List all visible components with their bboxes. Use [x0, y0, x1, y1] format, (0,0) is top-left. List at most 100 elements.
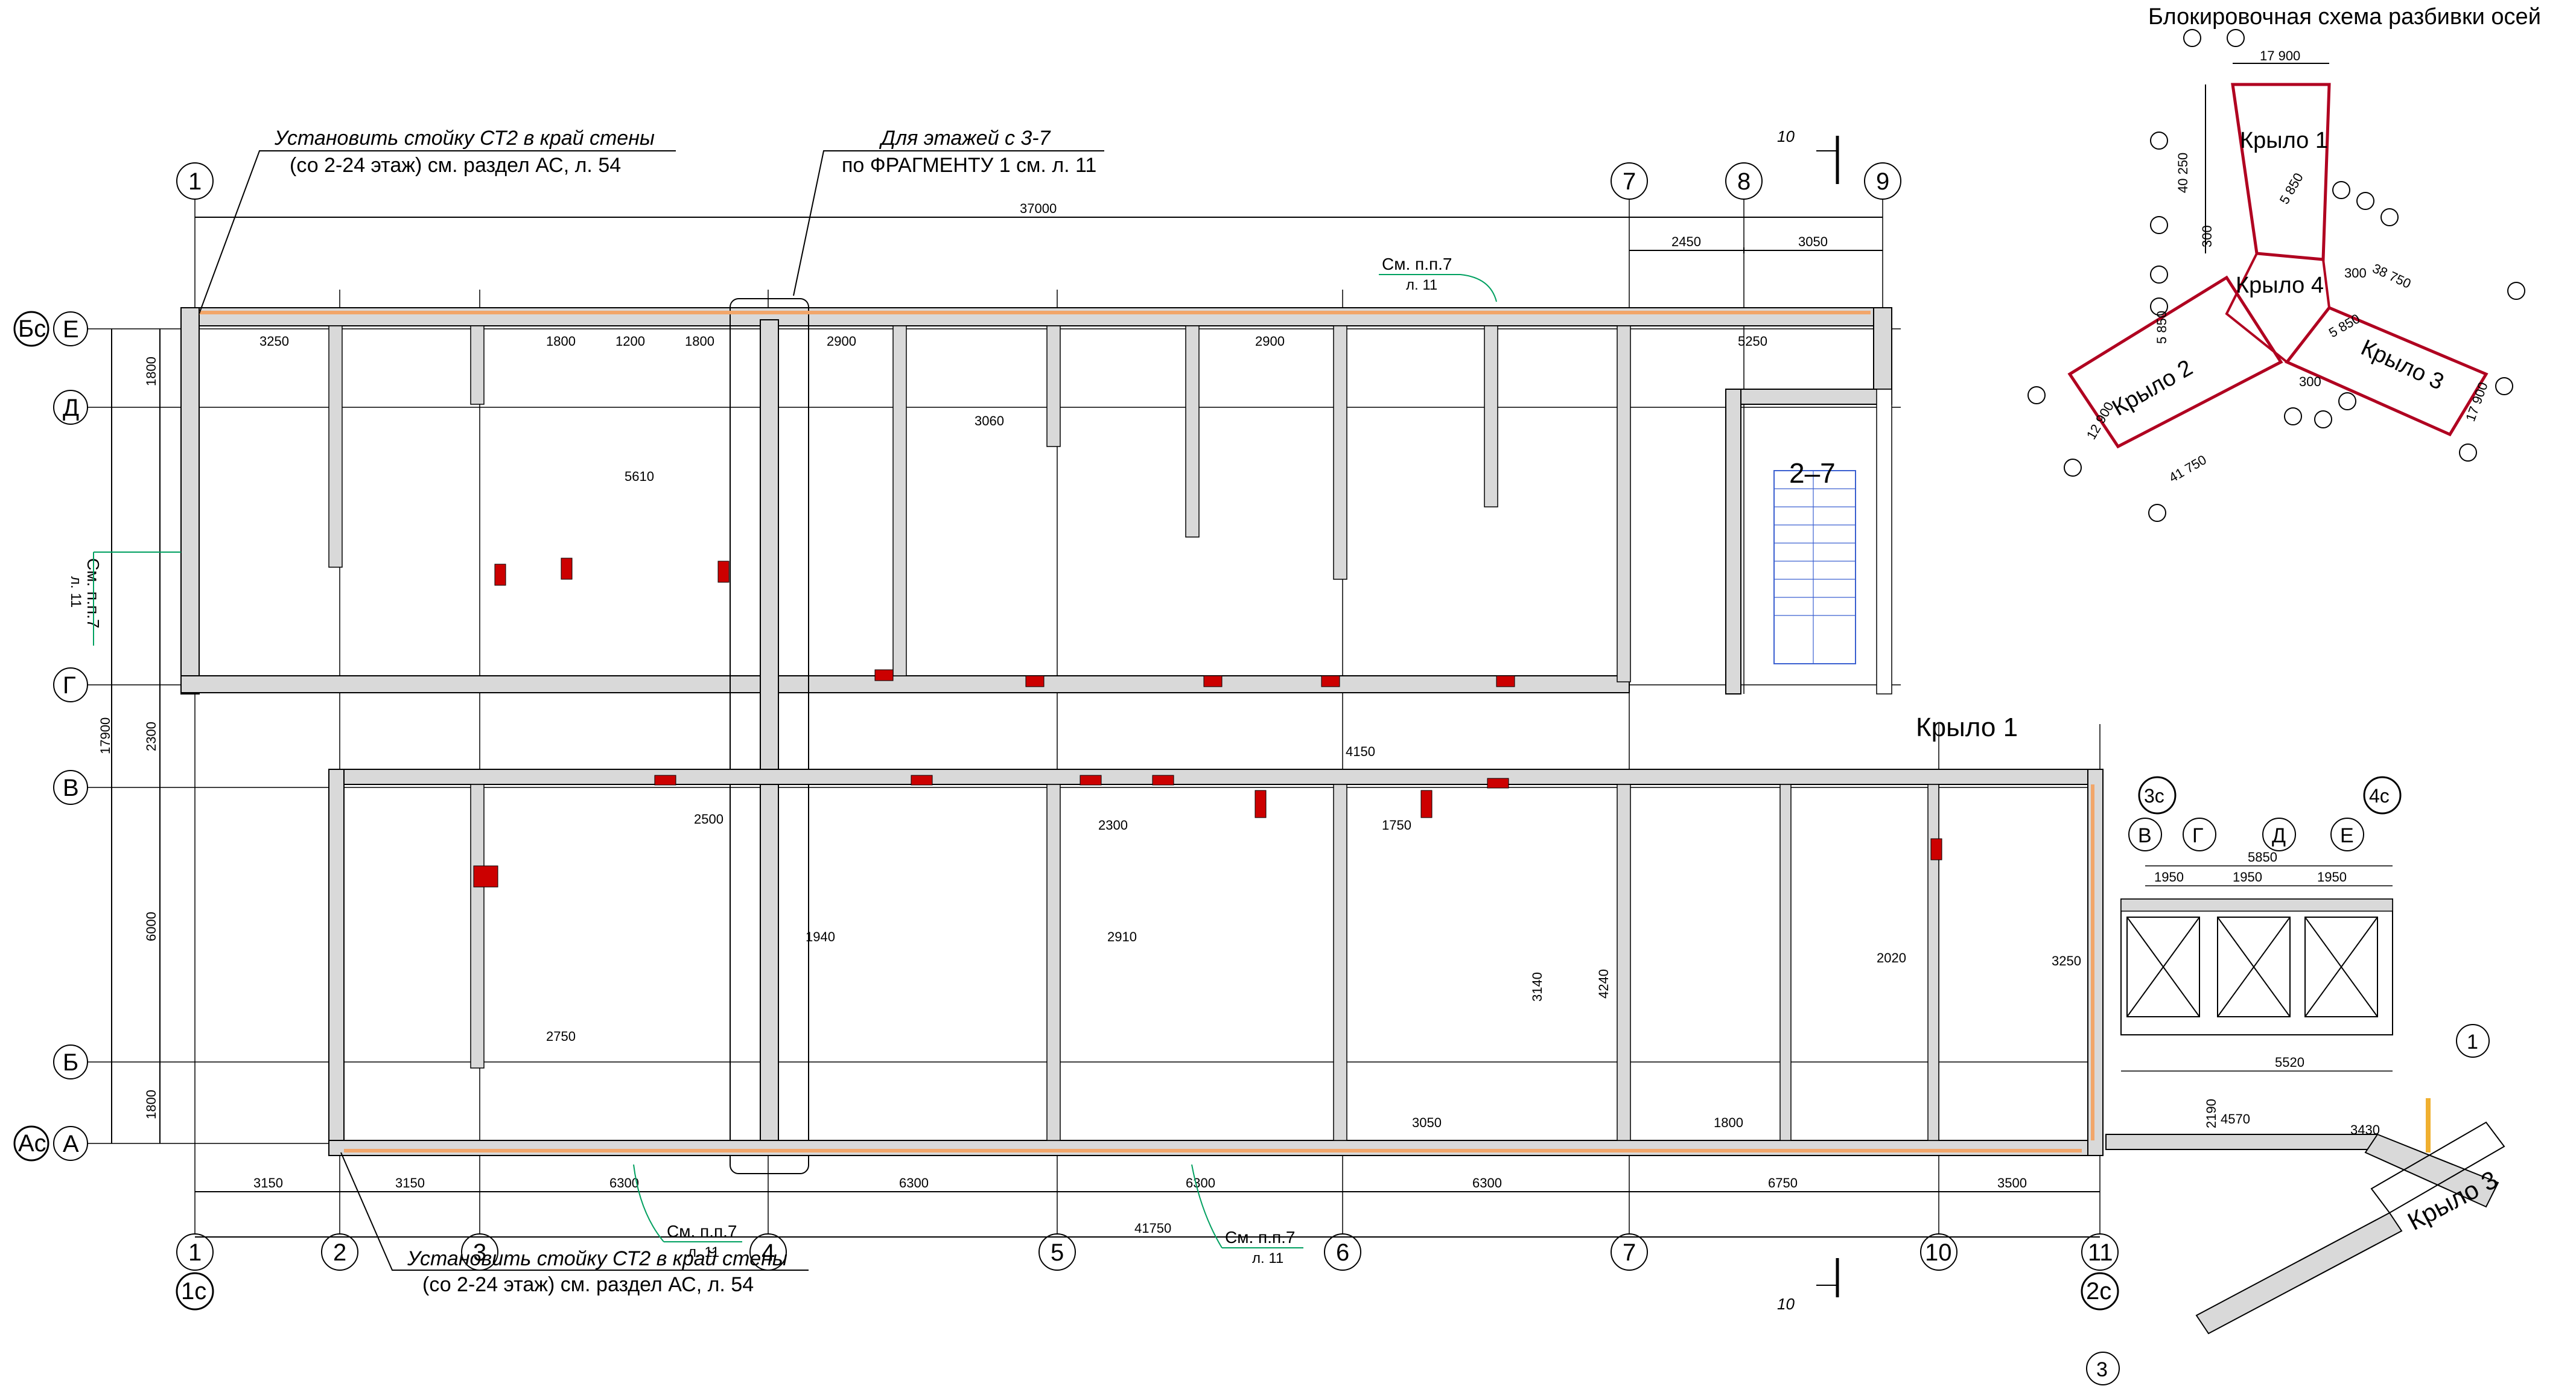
- wing-dim-7: 3430: [2350, 1122, 2380, 1137]
- wing1-label: Крыло 1: [1916, 713, 2018, 742]
- axis-grid: [84, 199, 2101, 1255]
- wing-axis-1: 1: [2467, 1031, 2478, 1054]
- dim-overall-top: 37000: [1020, 201, 1057, 216]
- wing-axis-e: Е: [2340, 824, 2354, 847]
- dim-overall-bottom: 41750: [1134, 1221, 1171, 1236]
- key-dim-5: 5 850: [2277, 170, 2306, 206]
- stair: 2–7: [1773, 457, 1856, 664]
- axis-label-bottom-1c: 1с: [181, 1278, 206, 1305]
- key-plan-title: Блокировочная схема разбивки осей: [2148, 4, 2541, 30]
- see-left-line-2: л. 11: [68, 576, 84, 608]
- see-top-line-2: л. 11: [1406, 277, 1437, 293]
- see-bottom-a-line-1: См. п.п.7: [667, 1222, 737, 1241]
- axis-label-bottom-3: 3: [473, 1239, 486, 1266]
- inner-dim-20: 2020: [1877, 950, 1906, 965]
- axis-label-left-b: Б: [63, 1049, 78, 1076]
- annotation-notes: Установить стойку СТ2 в край стены (со 2…: [68, 127, 1497, 1296]
- dim-top-seg-0: 2450: [1671, 234, 1701, 249]
- wing-area: Крыло 1 Крыло 3 3с 4с В Г Д Е 1: [1916, 713, 2505, 1385]
- key-dim-8: 300: [2199, 225, 2215, 247]
- inner-dim-2: 1200: [615, 334, 645, 349]
- inner-dim-11: 2910: [1107, 929, 1137, 944]
- inner-dim-13: 2500: [694, 812, 724, 827]
- key-wing-1: [2231, 83, 2331, 261]
- inner-dim-1: 1800: [546, 334, 576, 349]
- axis-label-left-ac: Ас: [18, 1130, 46, 1157]
- walls: [180, 298, 2104, 1174]
- wing-axis-4c: 4с: [2369, 785, 2390, 807]
- axis-label-bottom-5: 5: [1051, 1239, 1064, 1266]
- inner-dim-14: 1940: [806, 929, 835, 944]
- inner-dim-0: 3250: [259, 334, 289, 349]
- key-wing-3: [2285, 305, 2489, 437]
- axis-label-left-v: В: [63, 775, 79, 801]
- bottom-axes: 1 1с 2 3 4 5 6 7 10 11 2с: [176, 1233, 2119, 1311]
- key-wing-4: [2225, 252, 2331, 364]
- inner-dim-9: 4150: [1346, 744, 1375, 759]
- key-dim-0: 17 900: [2260, 48, 2300, 63]
- axis-bubble-top-8: [1725, 162, 1763, 200]
- axis-label-left-d: Д: [63, 395, 79, 421]
- axis-label-left-e: Е: [63, 316, 79, 343]
- key-dim-3: 41 750: [2166, 452, 2209, 485]
- axis-bubble-top-7: [1611, 162, 1648, 200]
- inner-dim-8: 5250: [1738, 334, 1767, 349]
- inner-dim-3: 1800: [685, 334, 714, 349]
- dim-bottom-seg-5: 6300: [1472, 1175, 1502, 1190]
- note-top-left-line-2: (со 2-24 этаж) см. раздел АС, л. 54: [290, 154, 621, 177]
- note-bottom-line-1: Установить стойку СТ2 в край стены: [407, 1247, 787, 1270]
- wing-dim-1: 1950: [2154, 869, 2184, 885]
- dim-left-seg-2: 6000: [144, 912, 159, 941]
- dim-top-seg-1: 3050: [1798, 234, 1828, 249]
- dim-bottom-seg-7: 3500: [1997, 1175, 2027, 1190]
- dim-bottom-seg-0: 3150: [253, 1175, 283, 1190]
- key-dim-10: 300: [2299, 374, 2321, 389]
- key-dim-2: 38 750: [2370, 261, 2414, 291]
- wing-axis-d: Д: [2272, 824, 2286, 847]
- wing-axis-3: 3: [2096, 1358, 2108, 1381]
- dim-left-seg-1: 2300: [144, 722, 159, 751]
- wing-dim-4: 5520: [2275, 1055, 2304, 1070]
- wing-dim-2: 1950: [2233, 869, 2262, 885]
- key-plan: Блокировочная схема разбивки осей Крыло …: [2027, 4, 2541, 522]
- axis-label-bottom-6: 6: [1336, 1239, 1349, 1266]
- axis-label-left-g: Г: [63, 672, 76, 699]
- axis-label-top-9: 9: [1876, 168, 1889, 195]
- left-axes: Е Бс Д Г В Б А Ас: [13, 311, 88, 1162]
- key-dim-9: 300: [2344, 265, 2367, 281]
- dim-bottom-seg-2: 6300: [609, 1175, 639, 1190]
- wing-dim-6: 3250: [2052, 953, 2081, 968]
- wing-dim-3: 1950: [2317, 869, 2347, 885]
- inner-dim-15: 1750: [1382, 818, 1411, 833]
- dim-bottom-seg-1: 3150: [395, 1175, 425, 1190]
- inner-dim-6: 3060: [975, 413, 1004, 428]
- axis-label-top-7: 7: [1623, 168, 1636, 195]
- section-mark-top: 10: [1777, 127, 1795, 145]
- section-mark-bottom: 10: [1777, 1295, 1795, 1313]
- stair-label: 2–7: [1789, 457, 1836, 489]
- key-wing-1-label: Крыло 1: [2240, 128, 2328, 153]
- inner-dim-18: 3050: [1412, 1115, 1442, 1130]
- overall-dimensions: [111, 217, 2100, 1238]
- inner-dim-7: 2900: [1255, 334, 1285, 349]
- inner-dim-16: 3140: [1530, 972, 1545, 1002]
- wing-dim-5: 4570: [2221, 1111, 2250, 1127]
- wing-axis-g: Г: [2192, 824, 2203, 847]
- see-bottom-b-line-2: л. 11: [1252, 1250, 1283, 1267]
- axis-label-bottom-1: 1: [188, 1239, 202, 1266]
- axis-label-bottom-4: 4: [762, 1239, 775, 1266]
- inner-dim-19: 1800: [1714, 1115, 1743, 1130]
- axis-label-bottom-7: 7: [1623, 1239, 1636, 1266]
- axis-label-top-8: 8: [1737, 168, 1751, 195]
- dim-overall-left: 17900: [98, 717, 113, 754]
- axis-label-bottom-2c: 2с: [2086, 1278, 2111, 1305]
- note-top-center-line-2: по ФРАГМЕНТУ 1 см. л. 11: [842, 154, 1096, 177]
- axis-label-left-bc: Бс: [18, 316, 46, 342]
- inner-dim-5: 5610: [625, 469, 654, 484]
- inner-dimensions: 3250 1800 1200 1800 2900 5610 3060 2900 …: [259, 334, 1906, 1130]
- key-wing-2: [2067, 275, 2283, 449]
- wing-axis-3c: 3с: [2144, 785, 2164, 807]
- top-axes: 1 7 8 9: [176, 162, 1901, 200]
- key-dim-1: 40 250: [2175, 153, 2190, 193]
